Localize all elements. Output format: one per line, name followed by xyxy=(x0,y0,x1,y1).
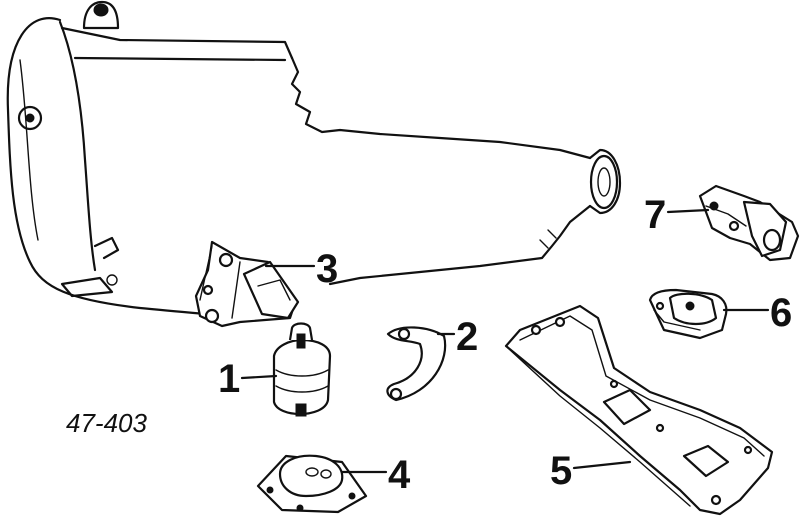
part-5-crossmember xyxy=(504,304,774,516)
leader-line-5 xyxy=(572,460,632,470)
callouts: 1 2 3 4 5 6 7 xyxy=(218,193,792,497)
callout-5: 5 xyxy=(550,449,572,493)
callout-6: 6 xyxy=(770,291,792,335)
transmission-assembly xyxy=(6,0,622,320)
part-2-strap xyxy=(386,326,447,402)
part-7-mount xyxy=(698,184,800,262)
part-1-mount xyxy=(272,322,332,417)
callout-4: 4 xyxy=(388,453,411,497)
part-6-mount xyxy=(648,288,728,340)
leader-line-1 xyxy=(240,374,278,380)
callout-1: 1 xyxy=(218,357,240,401)
leader-lines xyxy=(240,208,770,474)
reference-code: 47-403 xyxy=(66,408,147,438)
callout-3: 3 xyxy=(316,247,338,291)
leader-line-7 xyxy=(666,208,710,214)
callout-2: 2 xyxy=(456,315,478,359)
part-4-pad-mount xyxy=(256,454,368,514)
part-3-bracket xyxy=(194,240,300,328)
callout-7: 7 xyxy=(644,193,666,237)
